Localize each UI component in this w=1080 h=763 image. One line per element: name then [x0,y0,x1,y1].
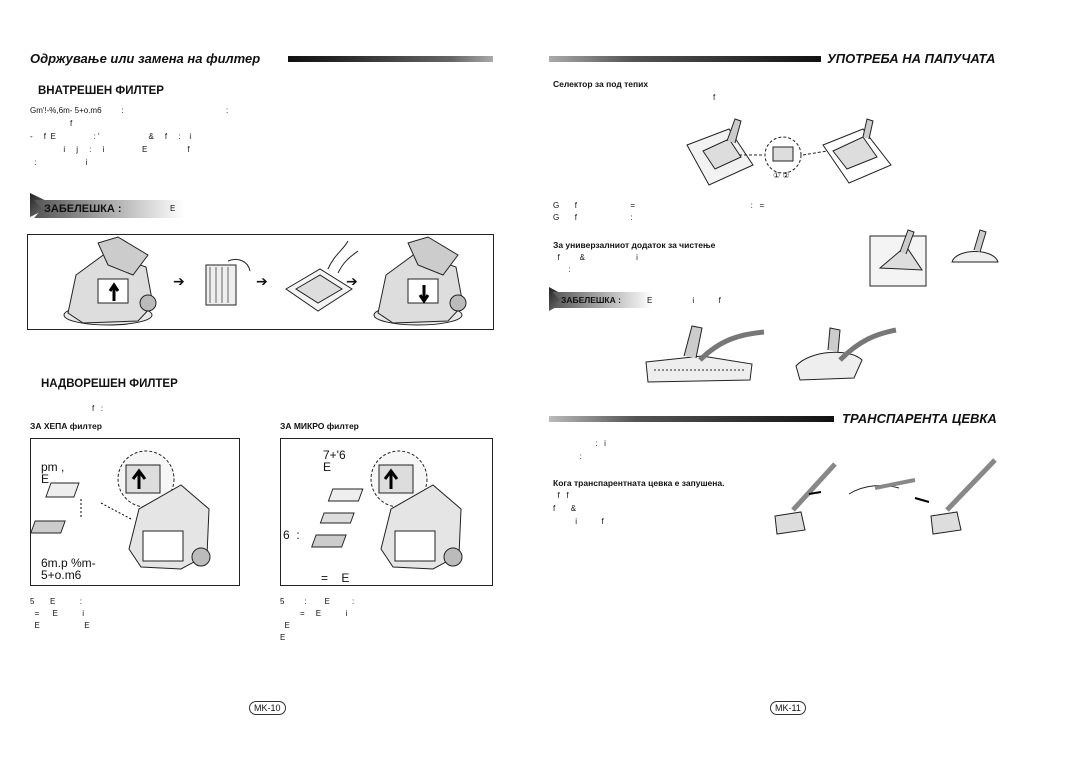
carpet-selector-heading: Селектор за под тепих [553,79,649,89]
clogged-line-3: i f [553,517,604,526]
right-section-title: УПОТРЕБА НА ПАПУЧАТА [827,51,996,66]
universal-line-2: : [553,265,571,274]
clogged-tube-heading: Кога транспарентната цевка е запушена. [553,478,725,488]
page-number-right: MK-11 [770,701,806,715]
hepa-vacuum-illustration [31,450,211,570]
hepa-panel-bottom-text: 6m.p %m- 5+o.m6 [41,556,96,582]
inner-line-4: i j : i E f [30,145,190,154]
carpet-selector-illustration [686,118,892,186]
hepa-illustration-panel: pm , E 6m.p %m- 5+o.m6 [30,438,240,586]
micro-line-1: 5 : E : [280,597,355,606]
left-section-title: Одржување или замена на филтер [30,51,261,66]
step-arrow-icon: ➔ [256,273,268,289]
tube-line-2: : [553,452,582,461]
tube-line-1: : i [553,439,606,448]
page-number-left: MK-10 [249,701,286,715]
universal-line-1: f & i [553,253,638,262]
title-rule [549,56,821,62]
micro-panel-top-text: 7+'6 E [323,448,346,474]
universal-note-label: ЗАБЕЛЕШКА : [552,292,652,308]
universal-nozzle-illustration [869,229,999,287]
micro-line-4: E [280,633,286,642]
floor-brush-illustration [645,325,897,383]
micro-line-2: = E i [280,609,348,618]
inner-filter-heading: ВНАТРЕШЕН ФИЛТЕР [38,85,164,97]
micro-line-3: E [280,621,290,630]
universal-note-text: E i f [647,296,721,305]
inner-filter-illustration-panel: ➔ ➔ ➔ [27,234,494,330]
micro-panel-mid-text: 6 : [283,528,300,542]
hepa-line-3: E E [30,621,90,630]
clogged-tube-illustration [774,458,997,535]
hepa-line-2: = E i [30,609,85,618]
title-rule [288,56,493,62]
hepa-heading: ЗА ХЕПА филтер [30,421,102,431]
hepa-line-1: 5 E : [30,597,83,606]
inner-line-2: f [30,119,73,128]
carpet-text-line-2: G f : [553,213,633,222]
micro-vacuum-illustration [311,450,463,570]
carpet-text-line-1: G f = : = [553,201,765,210]
inner-line-1: Gm'!-%,6m- 5+o.m6 : : [30,106,229,115]
carpet-circle-labels: ① ② [773,171,790,180]
inner-line-5: : i [30,158,88,167]
step-arrow-icon: ➔ [346,273,358,289]
clogged-line-2: f & [553,504,577,513]
title-rule [549,416,834,422]
universal-attachment-heading: За универзалниот додаток за чистење [553,240,716,250]
vacuum-open-illustration [63,236,467,326]
inner-line-3: - f E : ' & f : i [30,132,192,141]
micro-panel-bottom-text: = E [321,571,350,585]
hepa-panel-top-text: pm , E [41,460,65,486]
outer-line: f : [92,404,104,413]
micro-heading: ЗА МИКРО филтер [280,421,359,431]
inner-note-label: ЗАБЕЛЕШКА : [34,200,184,218]
clogged-line-1: f f [553,491,569,500]
step-arrow-icon: ➔ [173,273,185,289]
micro-illustration-panel: 7+'6 E 6 : = E [280,438,493,586]
inner-note-text: E [170,204,176,213]
outer-filter-heading: НАДВОРЕШЕН ФИЛТЕР [41,378,178,390]
carpet-line: f [713,93,716,102]
tube-section-title: ТРАНСПАРЕНТА ЦЕВКА [842,411,997,426]
